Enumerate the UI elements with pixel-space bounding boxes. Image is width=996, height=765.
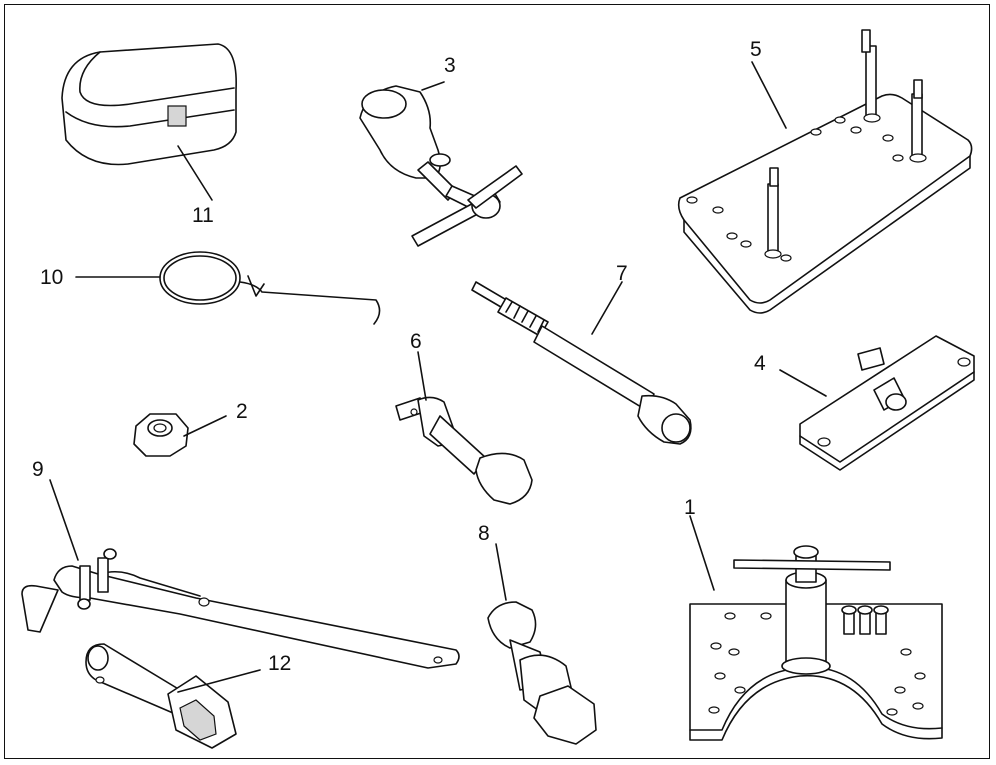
hex-nut — [133, 413, 227, 457]
callout-7: 7 — [616, 262, 628, 285]
callout-1: 1 — [684, 496, 696, 519]
tool-case — [61, 43, 237, 201]
press-fixture-plate — [689, 515, 943, 741]
callout-4: 4 — [754, 352, 766, 375]
bolt-puller — [395, 351, 533, 505]
callout-3: 3 — [444, 54, 456, 77]
callout-8: 8 — [478, 522, 490, 545]
callout-6: 6 — [410, 330, 422, 353]
threaded-rod — [471, 281, 692, 445]
tube-socket-wrench — [85, 643, 261, 749]
stepped-puller-bolt — [487, 543, 597, 745]
locking-plate — [779, 335, 975, 471]
callout-12: 12 — [268, 652, 291, 675]
long-pin-wrench — [21, 479, 460, 669]
base-plate-with-pins — [677, 29, 973, 314]
t-handle-puller — [359, 81, 523, 247]
callout-11: 11 — [192, 204, 214, 227]
callout-9: 9 — [32, 458, 44, 481]
callout-10: 10 — [40, 266, 63, 289]
ring-with-hook — [75, 251, 381, 325]
callout-2: 2 — [236, 400, 248, 423]
callout-5: 5 — [750, 38, 762, 61]
